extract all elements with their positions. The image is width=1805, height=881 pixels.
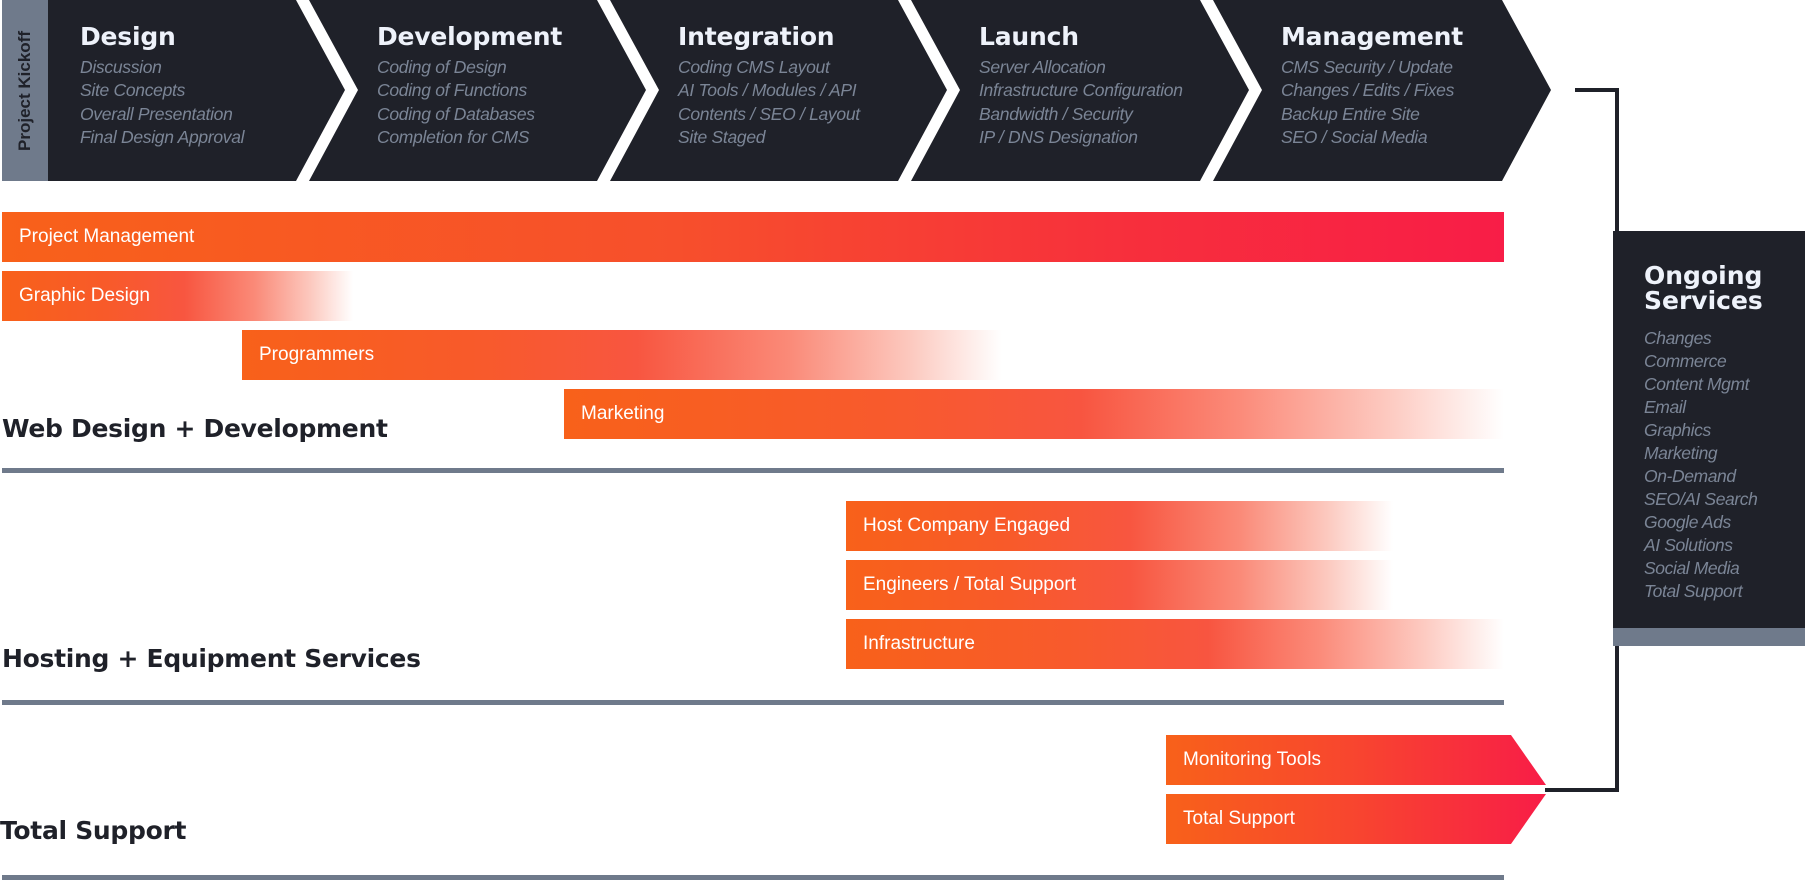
bar-marketing: Marketing <box>564 389 1504 439</box>
phase-title: Development <box>377 22 563 51</box>
phase-item: Bandwidth / Security <box>979 103 1133 124</box>
bracket-connector-bottom <box>1545 788 1619 792</box>
phase-item: Coding of Databases <box>377 103 535 124</box>
ongoing-service-item: AI Solutions <box>1644 535 1733 555</box>
bar-project-management: Project Management <box>2 212 1504 262</box>
phase-integration: Integration Coding CMS Layout AI Tools /… <box>678 22 860 149</box>
bar-label: Marketing <box>581 403 665 424</box>
phase-item: Backup Entire Site <box>1281 103 1420 124</box>
ongoing-service-item: SEO/AI Search <box>1644 489 1758 509</box>
ongoing-service-item: Email <box>1644 397 1686 417</box>
ongoing-service-item: Content Mgmt <box>1644 374 1750 394</box>
ongoing-services-title: Ongoing Services <box>1644 263 1763 313</box>
ongoing-services-footer-stripe <box>1613 628 1805 646</box>
phase-item: Coding of Functions <box>377 80 527 101</box>
bar-total-support: Total Support <box>1166 794 1546 844</box>
bar-label: Programmers <box>259 344 375 365</box>
bar-infrastructure: Infrastructure <box>846 619 1504 669</box>
phase-item: Final Design Approval <box>80 126 245 147</box>
bar-label: Engineers / Total Support <box>863 574 1077 595</box>
project-kickoff-strip: Project Kickoff <box>2 0 48 181</box>
bar-label: Graphic Design <box>19 285 150 306</box>
chevron-management <box>1213 0 1551 181</box>
phase-item: Site Staged <box>678 126 766 147</box>
phase-item: Changes / Edits / Fixes <box>1281 80 1455 101</box>
ongoing-service-item: Social Media <box>1644 558 1740 578</box>
bar-engineers-total-support: Engineers / Total Support <box>846 560 1393 610</box>
phase-item: Coding CMS Layout <box>678 57 830 77</box>
ongoing-services-list: Changes Commerce Content Mgmt Email Grap… <box>1644 327 1758 603</box>
section-divider <box>2 700 1504 705</box>
phase-launch: Launch Server Allocation Infrastructure … <box>979 22 1183 149</box>
phase-item: SEO / Social Media <box>1281 126 1428 147</box>
phase-item: Server Allocation <box>979 57 1106 77</box>
bar-monitoring-tools: Monitoring Tools <box>1166 735 1546 785</box>
phase-item: Coding of Design <box>377 57 507 77</box>
phase-title: Launch <box>979 22 1079 51</box>
phase-management: Management CMS Security / Update Changes… <box>1281 22 1463 149</box>
phase-item: AI Tools / Modules / API <box>678 80 857 101</box>
ongoing-title-line1: Ongoing <box>1644 261 1763 290</box>
bar-host-company-engaged: Host Company Engaged <box>846 501 1393 551</box>
ongoing-service-item: Google Ads <box>1644 512 1731 532</box>
bar-label: Project Management <box>19 226 195 247</box>
ongoing-service-item: Marketing <box>1644 443 1718 463</box>
bar-graphic-design: Graphic Design <box>2 271 353 321</box>
phase-item: CMS Security / Update <box>1281 57 1453 77</box>
ongoing-service-item: Changes <box>1644 328 1712 348</box>
phase-title: Integration <box>678 22 835 51</box>
phase-item: Discussion <box>80 57 162 77</box>
phase-title: Design <box>80 22 176 51</box>
chevron-integration <box>610 0 947 181</box>
phase-design: Design Discussion Site Concepts Overall … <box>80 22 245 149</box>
ongoing-service-item: Commerce <box>1644 351 1727 371</box>
section-title-web-design: Web Design + Development <box>2 414 388 443</box>
ongoing-service-item: Graphics <box>1644 420 1711 440</box>
phase-item: IP / DNS Designation <box>979 126 1138 147</box>
ongoing-title-line2: Services <box>1644 286 1763 315</box>
phase-item: Site Concepts <box>80 80 186 101</box>
phase-development: Development Coding of Design Coding of F… <box>377 22 562 149</box>
bar-programmers: Programmers <box>242 330 1002 380</box>
chevron-launch <box>911 0 1249 181</box>
section-title-total-support: Total Support <box>0 816 187 845</box>
chevron-development <box>309 0 646 181</box>
chevron-design <box>48 0 345 181</box>
project-kickoff-label: Project Kickoff <box>15 30 34 151</box>
phase-item: Overall Presentation <box>80 103 233 124</box>
ongoing-services-panel: Ongoing Services Changes Commerce Conten… <box>1613 231 1805 628</box>
bar-label: Monitoring Tools <box>1183 749 1322 770</box>
bar-label: Infrastructure <box>863 633 975 654</box>
section-divider <box>2 875 1504 880</box>
bracket-connector-top <box>1575 88 1619 92</box>
ongoing-service-item: On-Demand <box>1644 466 1736 486</box>
bar-label: Host Company Engaged <box>863 515 1071 536</box>
section-title-hosting: Hosting + Equipment Services <box>2 644 421 673</box>
phase-chevron-band <box>48 0 1551 181</box>
phase-item: Contents / SEO / Layout <box>678 103 860 124</box>
section-divider <box>2 468 1504 473</box>
ongoing-service-item: Total Support <box>1644 581 1743 601</box>
phase-item: Infrastructure Configuration <box>979 80 1183 101</box>
phase-item: Completion for CMS <box>377 126 530 147</box>
phase-title: Management <box>1281 22 1464 51</box>
bar-label: Total Support <box>1183 808 1295 829</box>
